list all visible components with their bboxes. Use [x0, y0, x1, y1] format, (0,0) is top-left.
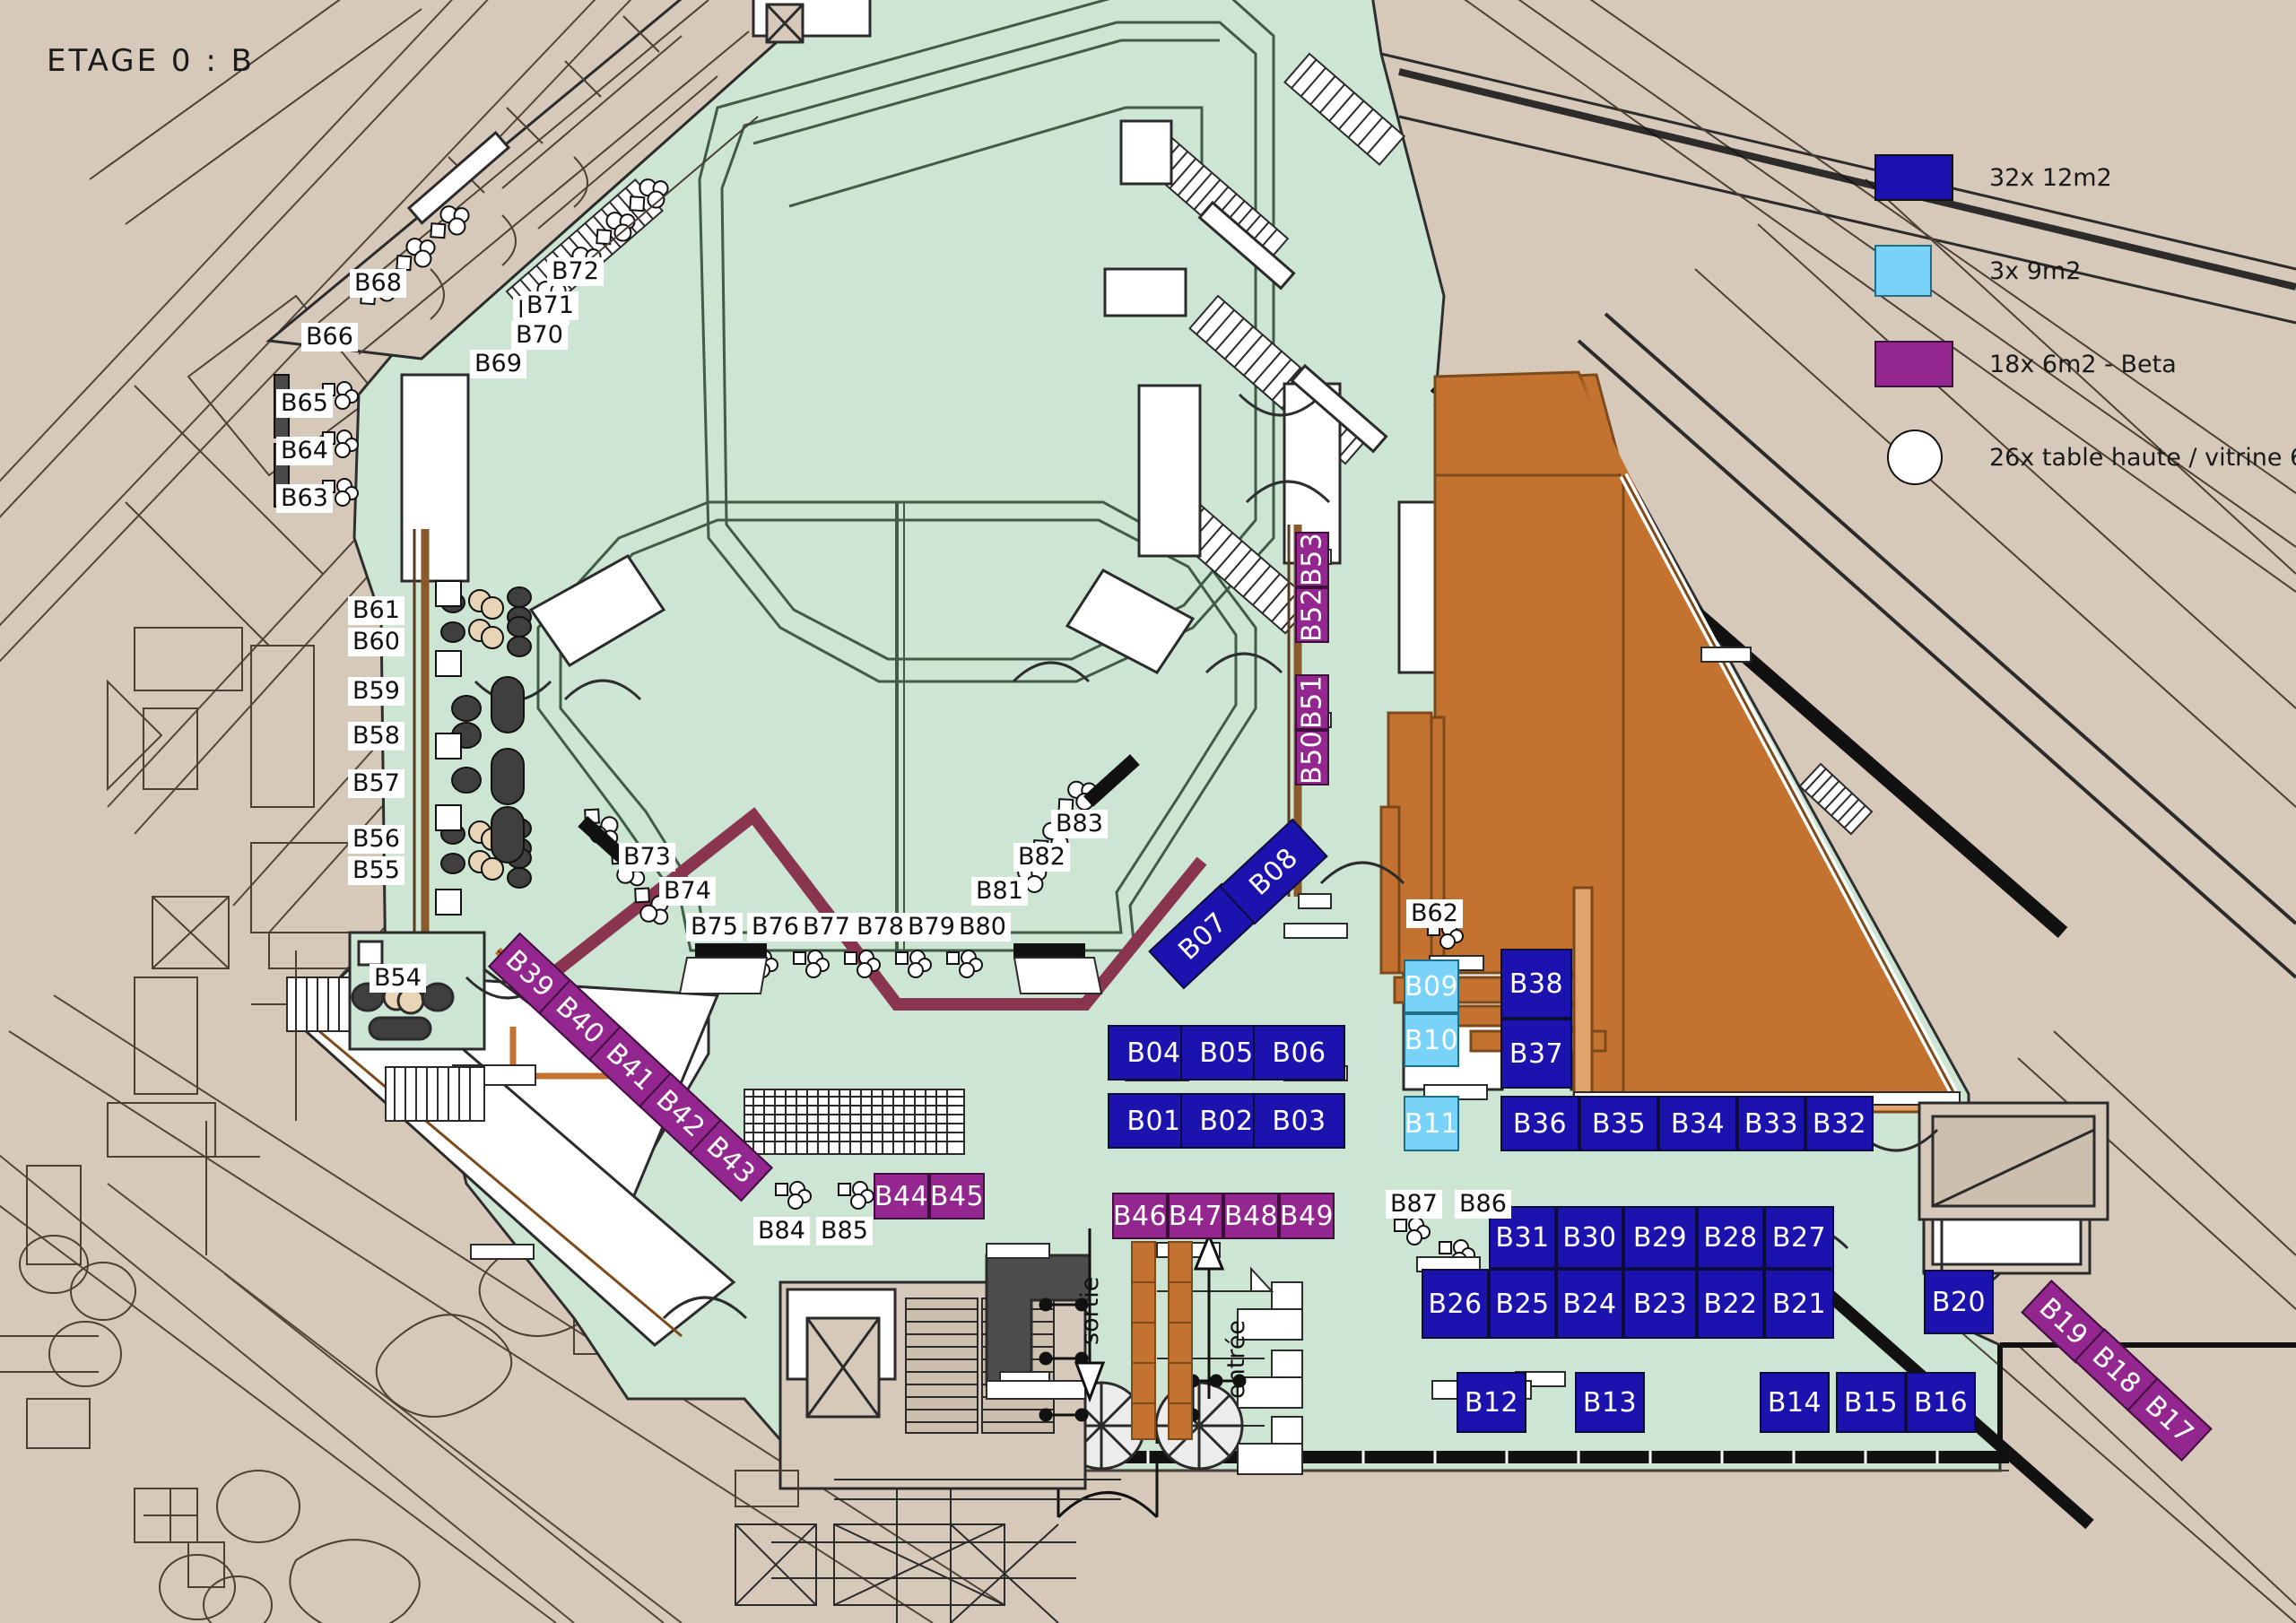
booth-B47[interactable]: B47: [1168, 1193, 1223, 1239]
table-label-B79: B79: [903, 913, 960, 942]
table-label-B72: B72: [547, 257, 604, 287]
table-label-B70: B70: [511, 321, 568, 351]
booth-B45[interactable]: B45: [929, 1173, 985, 1219]
booth-B06[interactable]: B06: [1253, 1025, 1345, 1081]
table-label-B84: B84: [753, 1217, 810, 1246]
booth-B20[interactable]: B20: [1924, 1270, 1994, 1334]
table-label-B65: B65: [276, 389, 333, 419]
booth-B25[interactable]: B25: [1489, 1269, 1556, 1339]
table-label-B60: B60: [348, 628, 404, 657]
table-label-B54: B54: [370, 964, 426, 994]
legend-swatch-9m2: [1874, 245, 1932, 297]
booth-B27[interactable]: B27: [1764, 1206, 1834, 1269]
legend-item-12m2: 32x 12m2: [1874, 152, 2269, 203]
booth-B03[interactable]: B03: [1253, 1093, 1345, 1149]
legend-label-table-haute: 26x table haute / vitrine 60x60: [1989, 443, 2296, 472]
flow-label-entree: entrée: [1222, 1319, 1250, 1399]
booth-B51[interactable]: B51: [1295, 674, 1329, 730]
booth-B24[interactable]: B24: [1556, 1269, 1623, 1339]
booth-B33[interactable]: B33: [1737, 1096, 1805, 1151]
booth-B36[interactable]: B36: [1500, 1096, 1579, 1151]
legend-swatch-6m2-beta: [1874, 341, 1953, 387]
table-label-B56: B56: [348, 825, 404, 855]
table-label-B64: B64: [276, 437, 333, 466]
booth-B30[interactable]: B30: [1556, 1206, 1623, 1269]
booth-B34[interactable]: B34: [1658, 1096, 1737, 1151]
booth-B09[interactable]: B09: [1404, 959, 1459, 1013]
table-label-B73: B73: [619, 843, 675, 872]
booth-B11[interactable]: B11: [1404, 1096, 1459, 1151]
table-label-B55: B55: [348, 856, 404, 886]
table-label-B87: B87: [1386, 1190, 1442, 1219]
table-label-B76: B76: [747, 913, 804, 942]
booth-B35[interactable]: B35: [1579, 1096, 1658, 1151]
booth-B38[interactable]: B38: [1500, 949, 1572, 1019]
booth-B12[interactable]: B12: [1457, 1372, 1526, 1433]
legend-label-12m2: 32x 12m2: [1989, 163, 2112, 192]
booth-B23[interactable]: B23: [1623, 1269, 1697, 1339]
legend-item-table-haute: 26x table haute / vitrine 60x60: [1874, 430, 2296, 485]
booth-B15[interactable]: B15: [1836, 1372, 1906, 1433]
table-label-B61: B61: [348, 596, 404, 626]
booth-B48[interactable]: B48: [1223, 1193, 1279, 1239]
table-label-B83: B83: [1051, 810, 1108, 839]
booth-B26[interactable]: B26: [1422, 1269, 1489, 1339]
table-label-B57: B57: [348, 769, 404, 799]
booth-B21[interactable]: B21: [1764, 1269, 1834, 1339]
legend-swatch-table-haute: [1887, 430, 1943, 485]
table-label-B75: B75: [686, 913, 743, 942]
legend-swatch-12m2: [1874, 154, 1953, 201]
table-label-B81: B81: [971, 877, 1028, 907]
booth-B10[interactable]: B10: [1404, 1013, 1459, 1067]
booth-B53[interactable]: B53: [1295, 532, 1329, 587]
booth-B29[interactable]: B29: [1623, 1206, 1697, 1269]
flow-label-sortie: sortie: [1076, 1276, 1104, 1345]
table-label-B68: B68: [350, 269, 406, 299]
table-label-B59: B59: [348, 677, 404, 707]
booth-B37[interactable]: B37: [1500, 1019, 1572, 1089]
table-label-B62: B62: [1406, 899, 1463, 929]
table-label-B66: B66: [301, 323, 358, 352]
table-label-B71: B71: [522, 291, 578, 321]
booth-B44[interactable]: B44: [874, 1173, 929, 1219]
table-label-B69: B69: [470, 350, 526, 379]
booth-B32[interactable]: B32: [1805, 1096, 1874, 1151]
booth-B14[interactable]: B14: [1760, 1372, 1830, 1433]
table-label-B86: B86: [1455, 1190, 1511, 1219]
booth-B50[interactable]: B50: [1295, 730, 1329, 785]
legend: 32x 12m2 3x 9m2 18x 6m2 - Beta 26x table…: [1874, 152, 2296, 525]
table-label-B82: B82: [1013, 843, 1070, 872]
legend-item-9m2: 3x 9m2: [1874, 245, 2269, 297]
table-label-B77: B77: [798, 913, 855, 942]
booth-B52[interactable]: B52: [1295, 587, 1329, 643]
booth-B46[interactable]: B46: [1112, 1193, 1168, 1239]
booth-B16[interactable]: B16: [1906, 1372, 1976, 1433]
booth-B22[interactable]: B22: [1697, 1269, 1764, 1339]
legend-label-9m2: 3x 9m2: [1989, 256, 2082, 285]
table-label-B80: B80: [954, 913, 1011, 942]
legend-label-6m2-beta: 18x 6m2 - Beta: [1989, 350, 2177, 378]
booth-B28[interactable]: B28: [1697, 1206, 1764, 1269]
booth-B13[interactable]: B13: [1575, 1372, 1645, 1433]
booth-B49[interactable]: B49: [1279, 1193, 1335, 1239]
page-title: ETAGE 0 : B: [47, 43, 255, 79]
table-label-B78: B78: [852, 913, 909, 942]
table-label-B58: B58: [348, 722, 404, 751]
legend-item-6m2-beta: 18x 6m2 - Beta: [1874, 339, 2269, 389]
table-label-B74: B74: [659, 877, 716, 907]
table-label-B85: B85: [816, 1217, 873, 1246]
table-label-B63: B63: [276, 484, 333, 514]
